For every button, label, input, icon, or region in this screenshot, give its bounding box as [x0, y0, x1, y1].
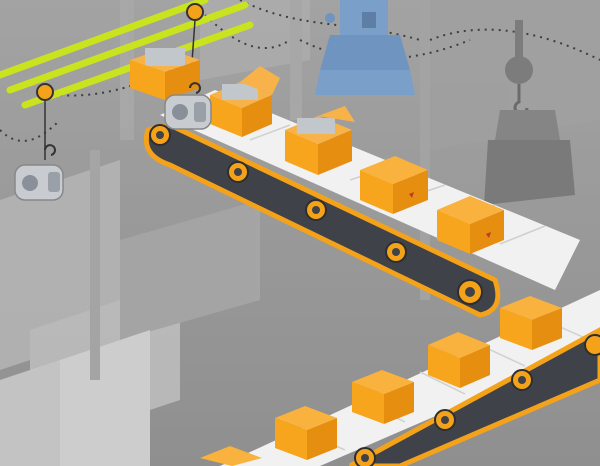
background-crane-hook: [484, 20, 575, 205]
box-closed-4: [428, 332, 490, 388]
press-machine: [315, 0, 415, 95]
robot-gripper-center: [164, 82, 212, 130]
lower-conveyor-rollers: [354, 334, 600, 466]
glass-fragile-icon: [486, 232, 491, 238]
hanging-open-box: [130, 48, 200, 100]
glass-fragile-icon: [362, 12, 376, 28]
box-open-2: [285, 106, 355, 175]
box-closed-5: [352, 370, 414, 424]
robot-gripper-left: [14, 144, 64, 201]
box-closed-2: [437, 196, 504, 254]
box-closed-6: [275, 406, 337, 460]
box-closed-3: [500, 296, 562, 350]
box-open-1: [210, 66, 280, 137]
glass-fragile-icon: [409, 192, 414, 198]
box-closed-1: [360, 156, 428, 214]
rail-trolleys: [36, 3, 204, 101]
box-closed-7: [200, 446, 262, 466]
